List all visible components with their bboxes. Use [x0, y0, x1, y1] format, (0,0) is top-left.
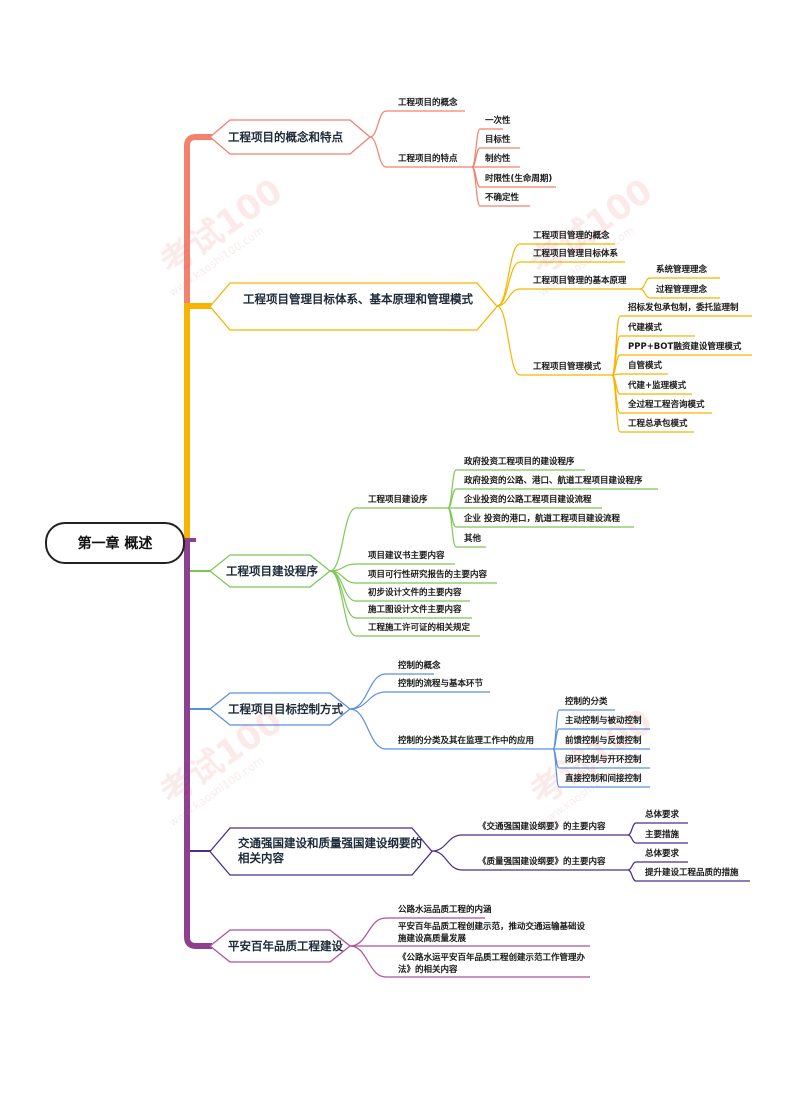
connector-line	[447, 488, 658, 509]
connector-line	[496, 305, 612, 376]
node[interactable]: 项目可行性研究报告的主要内容	[368, 570, 488, 580]
leaf[interactable]: 前馈控制与反馈控制	[565, 736, 642, 746]
branch-label[interactable]: 工程项目建设程序	[226, 564, 318, 578]
node[interactable]: 工程项目建设序	[368, 495, 428, 505]
node[interactable]: 公路水运品质工程的内涵	[398, 905, 492, 915]
leaf[interactable]: 工程总承包模式	[628, 419, 688, 429]
connector-line	[611, 373, 668, 376]
leaf[interactable]: 过程管理理念	[656, 285, 708, 295]
node[interactable]: 工程项目管理的概念	[533, 231, 610, 241]
leaf[interactable]: 其他	[464, 534, 482, 544]
leaf[interactable]: PPP+BOT融资建设管理模式	[628, 342, 742, 352]
leaf[interactable]: 闭环控制与开环控制	[565, 755, 642, 765]
root-node[interactable]: 第一章 概述	[45, 522, 185, 564]
spine-segment	[184, 303, 212, 540]
connector-line	[496, 288, 640, 307]
connector-line	[369, 136, 472, 168]
node[interactable]: 工程项目管理的基本原理	[533, 276, 627, 286]
connector-line	[431, 850, 628, 871]
leaf[interactable]: 直接控制和间接控制	[565, 774, 642, 784]
leaf[interactable]: 目标性	[485, 135, 511, 145]
leaf[interactable]: 全过程工程咨询模式	[628, 400, 705, 410]
branch-label[interactable]: 工程项目目标控制方式	[228, 702, 343, 716]
leaf[interactable]: 招标发包承包制，委托监理制	[628, 303, 739, 313]
connector-line	[627, 861, 688, 871]
connector-line	[369, 110, 465, 138]
connector-line	[639, 288, 720, 299]
node[interactable]: 工程项目的特点	[398, 154, 458, 164]
node[interactable]: 初步设计文件的主要内容	[368, 588, 462, 598]
leaf[interactable]: 总体要求	[645, 810, 680, 820]
connector-line	[471, 166, 530, 207]
connector-line	[447, 507, 486, 548]
connector-line	[627, 869, 750, 882]
connector-line	[431, 834, 628, 852]
leaf[interactable]: 政府投资的公路、港口、航道工程项目建设程序	[464, 476, 643, 486]
leaf[interactable]: 提升建设工程品质的措施	[645, 868, 739, 878]
leaf[interactable]: 控制的分类	[565, 697, 608, 707]
connector-line	[611, 374, 694, 433]
branch-label[interactable]: 平安百年品质工程建设	[228, 939, 343, 953]
leaf[interactable]: 一次性	[485, 116, 511, 126]
leaf[interactable]: 制约性	[485, 154, 511, 164]
node[interactable]: 《交通强国建设纲要》的主要内容	[478, 822, 606, 832]
leaf[interactable]: 不确定性	[485, 193, 520, 203]
branch-label[interactable]: 交通强国建设和质量强国建设纲要的相关内容	[238, 836, 422, 865]
node[interactable]: 工程项目管理模式	[533, 362, 602, 372]
leaf[interactable]: 系统管理理念	[656, 265, 708, 275]
root-label: 第一章 概述	[77, 536, 153, 552]
leaf[interactable]: 总体要求	[645, 849, 680, 859]
leaf[interactable]: 企业投资的公路工程项目建设流程	[464, 495, 592, 505]
connector-line	[471, 147, 520, 168]
leaf[interactable]: 政府投资工程项目的建设程序	[464, 457, 575, 467]
connector-line	[329, 507, 448, 572]
connector-line	[627, 822, 688, 836]
spine-segment	[184, 540, 212, 949]
branch-label[interactable]: 工程项目的概念和特点	[228, 130, 343, 144]
node[interactable]: 工程项目管理目标体系	[533, 249, 619, 259]
connector-line	[349, 708, 553, 750]
leaf[interactable]: 主动控制与被动控制	[565, 716, 642, 726]
node[interactable]: 《公路水运平安百年品质工程创建示范工作管理办法》的相关内容	[398, 953, 586, 975]
node[interactable]: 控制的概念	[398, 661, 441, 671]
connector-line	[349, 917, 485, 947]
branch-label[interactable]: 工程项目管理目标体系、基本原理和管理模式	[243, 292, 473, 306]
connector-line	[552, 748, 650, 788]
node[interactable]: 平安百年品质工程创建示范，推动交通运输基础设施建设高质量发展	[398, 922, 586, 944]
connector-line	[552, 728, 650, 750]
node[interactable]: 工程项目的概念	[398, 98, 458, 108]
node[interactable]: 控制的分类及其在监理工作中的应用	[398, 736, 535, 746]
connector-line	[349, 691, 490, 710]
node[interactable]: 施工图设计文件主要内容	[368, 605, 462, 615]
leaf[interactable]: 代建+监理模式	[628, 381, 687, 391]
node[interactable]: 《质量强国建设纲要》的主要内容	[478, 857, 606, 867]
leaf[interactable]: 代建模式	[628, 323, 663, 333]
node[interactable]: 控制的流程与基本环节	[398, 679, 484, 689]
node[interactable]: 项目建议书主要内容	[368, 551, 445, 561]
spine-segment	[184, 134, 212, 306]
connector-line	[611, 354, 752, 376]
leaf[interactable]: 主要措施	[645, 830, 680, 840]
connector-line	[349, 945, 590, 978]
connector-line	[496, 243, 615, 307]
leaf[interactable]: 时限性(生命周期)	[485, 174, 553, 184]
leaf[interactable]: 自管模式	[628, 361, 663, 371]
connector-line	[627, 834, 688, 844]
connector-line	[639, 277, 720, 290]
node[interactable]: 工程施工许可证的相关规定	[368, 623, 471, 633]
connector-line	[329, 570, 480, 637]
connector-line	[496, 261, 625, 307]
leaf[interactable]: 企业 投资的港口，航道工程项目建设流程	[464, 514, 620, 524]
